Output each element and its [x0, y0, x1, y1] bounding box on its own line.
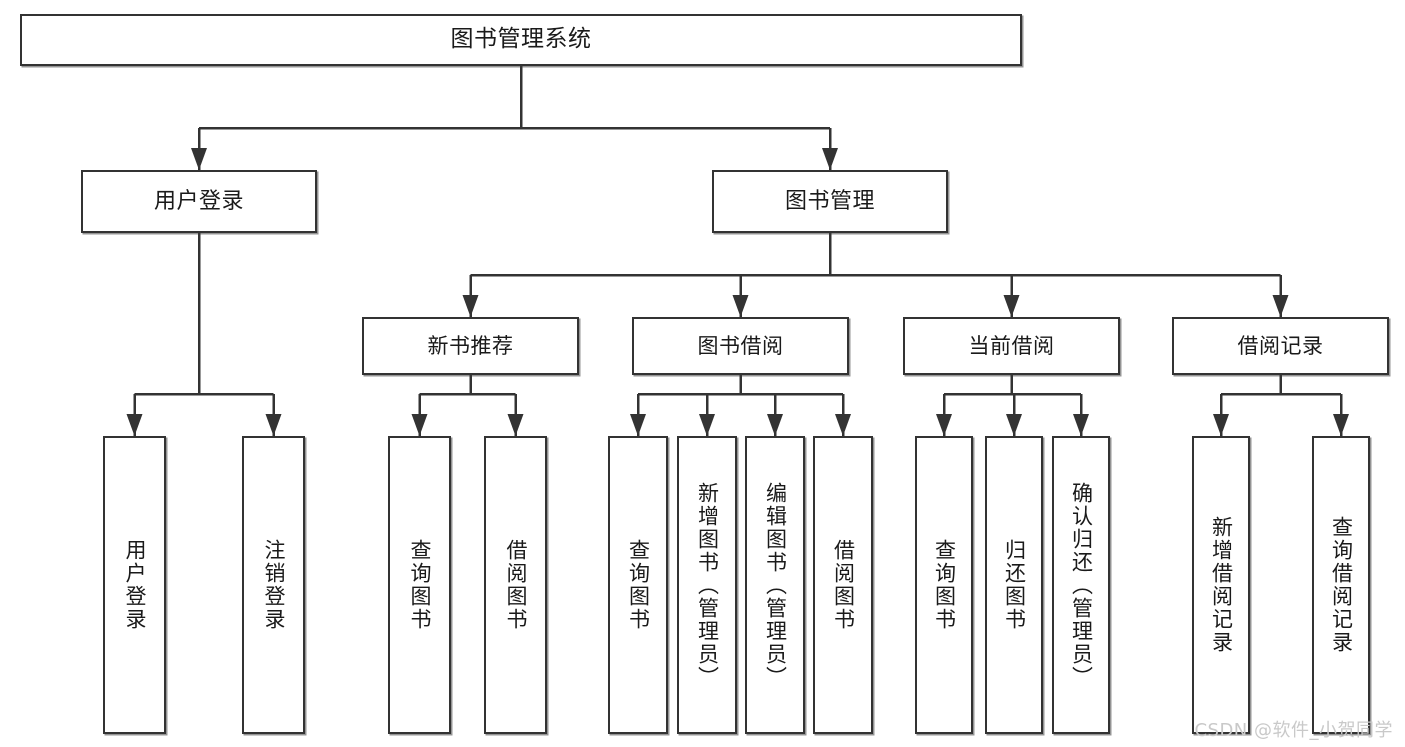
node-leaf-borrow-book-rec[interactable]: 借阅图书: [484, 436, 547, 734]
node-book-manage[interactable]: 图书管理: [712, 170, 948, 233]
arrowhead: [1272, 295, 1289, 317]
arrowhead: [1073, 414, 1089, 436]
node-label: 当前借阅: [968, 333, 1055, 358]
node-leaf-user-logout[interactable]: 注销登录: [242, 436, 305, 734]
arrowhead: [265, 414, 282, 436]
arrowhead: [936, 414, 952, 436]
arrowhead: [630, 414, 646, 436]
node-label: 图书管理系统: [450, 26, 592, 53]
node-label: 用户登录: [123, 539, 147, 631]
arrowhead: [732, 295, 749, 317]
node-leaf-return-book[interactable]: 归还图书: [985, 436, 1043, 734]
node-leaf-edit-book-admin[interactable]: 编辑图书（管理员）: [745, 436, 805, 734]
node-label: 归还图书: [1002, 539, 1027, 631]
arrowhead: [1213, 414, 1229, 436]
csdn-watermark: CSDN @软件_小贺同学: [1194, 720, 1393, 741]
node-label: 图书借阅: [697, 333, 784, 358]
node-label: 借阅图书: [504, 539, 528, 631]
arrowhead: [507, 414, 524, 436]
node-leaf-add-borrow-record[interactable]: 新增借阅记录: [1192, 436, 1250, 734]
node-label: 图书管理: [784, 188, 875, 214]
arrowhead: [822, 148, 838, 170]
node-label: 新书推荐: [427, 333, 514, 358]
arrowhead: [699, 414, 715, 436]
arrowhead: [411, 414, 428, 436]
node-current-borrow[interactable]: 当前借阅: [903, 317, 1120, 375]
node-leaf-user-login[interactable]: 用户登录: [103, 436, 166, 734]
node-label: 注销登录: [262, 539, 286, 631]
node-leaf-query-borrow-record[interactable]: 查询借阅记录: [1312, 436, 1370, 734]
arrowhead: [1006, 414, 1022, 436]
node-user-login[interactable]: 用户登录: [81, 170, 317, 233]
node-new-book-rec[interactable]: 新书推荐: [362, 317, 579, 375]
node-leaf-query-book-current[interactable]: 查询图书: [915, 436, 973, 734]
arrowhead: [462, 295, 479, 317]
arrowhead: [767, 414, 783, 436]
node-label: 借阅记录: [1237, 333, 1324, 358]
arrowhead: [1333, 414, 1349, 436]
node-label: 编辑图书（管理员）: [763, 481, 788, 689]
node-label: 借阅图书: [831, 539, 856, 631]
node-leaf-query-book-borrow[interactable]: 查询图书: [608, 436, 668, 734]
node-root[interactable]: 图书管理系统: [20, 14, 1022, 66]
node-label: 新增图书（管理员）: [695, 481, 720, 689]
node-label: 确认归还（管理员）: [1069, 481, 1094, 689]
node-label: 查询图书: [932, 539, 957, 631]
node-borrow-record[interactable]: 借阅记录: [1172, 317, 1389, 375]
node-book-borrow[interactable]: 图书借阅: [632, 317, 849, 375]
node-label: 查询借阅记录: [1329, 516, 1354, 654]
node-label: 查询图书: [626, 539, 651, 631]
node-label: 查询图书: [408, 539, 432, 631]
node-label: 用户登录: [153, 188, 244, 214]
arrowhead: [1003, 295, 1020, 317]
node-leaf-confirm-return-admin[interactable]: 确认归还（管理员）: [1052, 436, 1110, 734]
node-leaf-borrow-book[interactable]: 借阅图书: [813, 436, 873, 734]
arrowhead: [835, 414, 851, 436]
node-label: 新增借阅记录: [1209, 516, 1234, 654]
node-leaf-add-book-admin[interactable]: 新增图书（管理员）: [677, 436, 737, 734]
arrowhead: [126, 414, 143, 436]
arrowhead: [191, 148, 207, 170]
node-leaf-query-book-rec[interactable]: 查询图书: [388, 436, 451, 734]
